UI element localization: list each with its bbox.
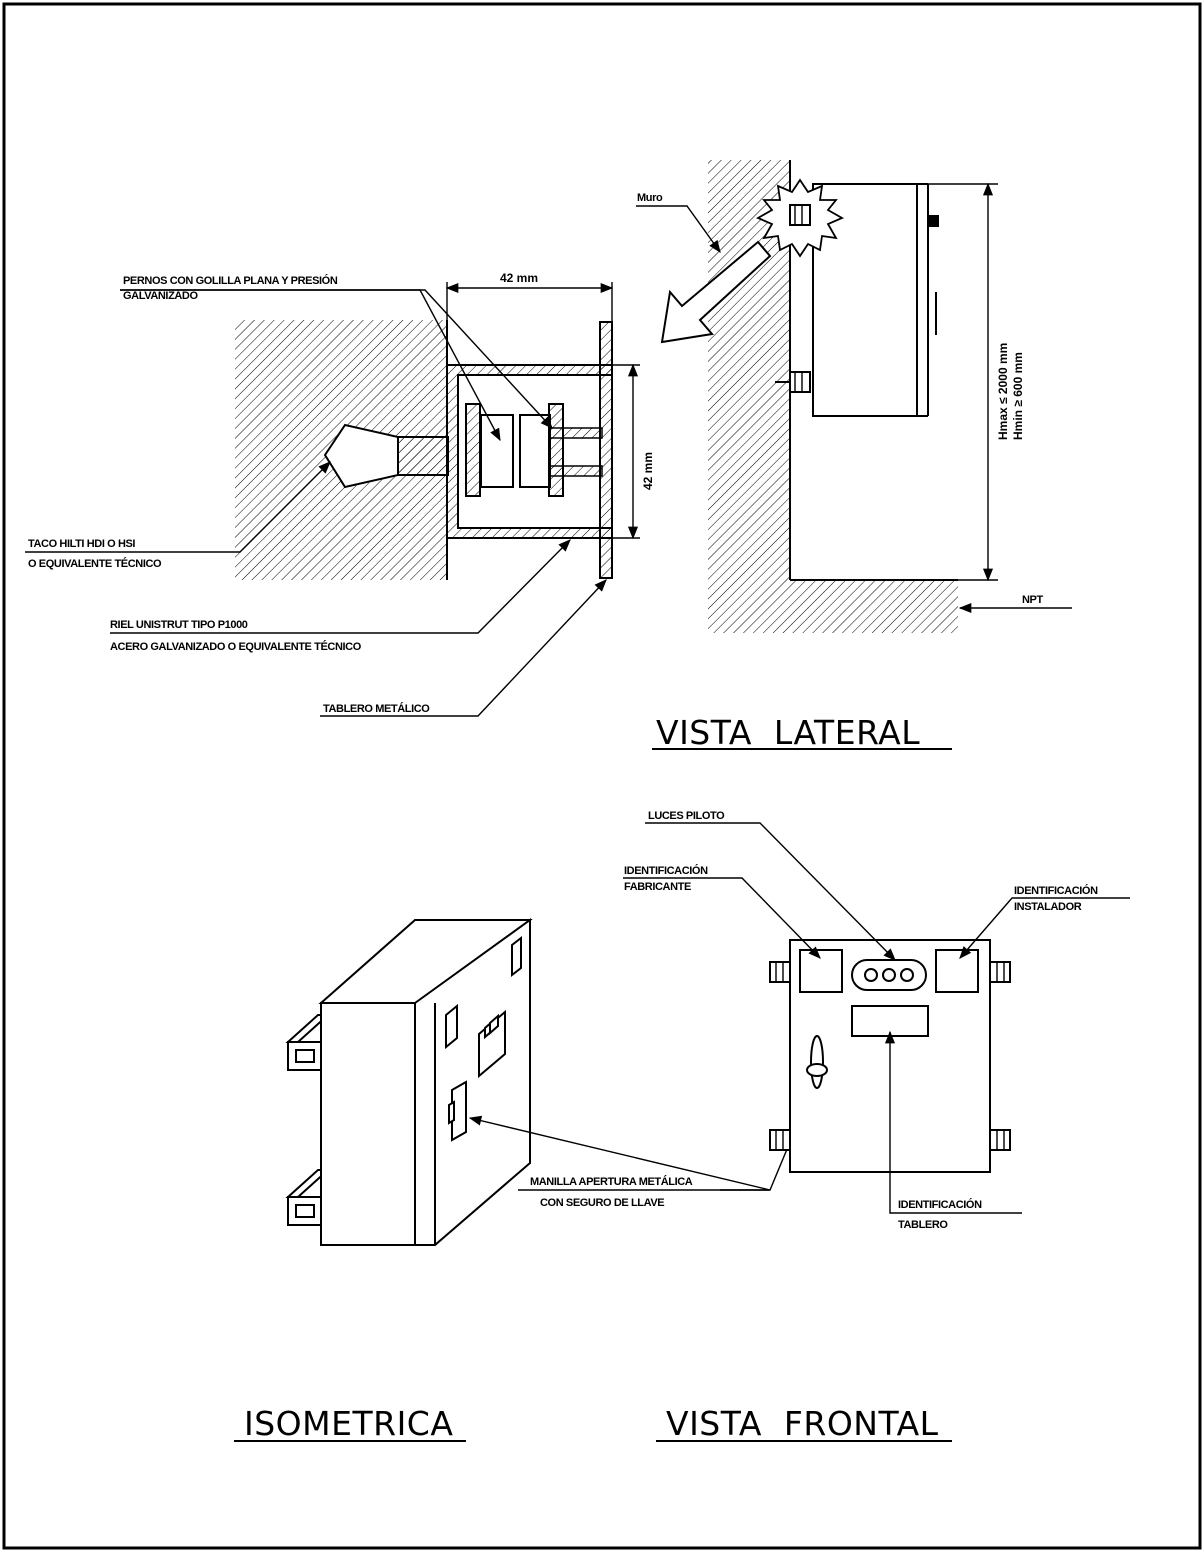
label-hmin: Hmin ≥ 600 mm	[1011, 352, 1025, 440]
title-vista-frontal: VISTA FRONTAL	[666, 1404, 939, 1443]
label-taco-1: TACO HILTI HDI O HSI	[28, 538, 135, 550]
label-manilla-2: CON SEGURO DE LLAVE	[540, 1197, 664, 1209]
side-view	[660, 160, 1072, 633]
front-handle-icon	[810, 1035, 824, 1089]
pilot-light-icon	[900, 968, 914, 982]
pilot-light-icon	[882, 968, 896, 982]
id-tablero-box	[851, 1005, 929, 1037]
title-isometrica: ISOMETRICA	[244, 1404, 453, 1443]
label-riel-2: ACERO GALVANIZADO O EQUIVALENTE TÉCNICO	[110, 640, 362, 653]
id-instalador-box	[935, 949, 979, 993]
label-pernos: PERNOS CON GOLILLA PLANA Y PRESIÓN	[123, 274, 338, 287]
label-taco-2: O EQUIVALENTE TÉCNICO	[28, 557, 162, 570]
label-tablero-metalico: TABLERO METÁLICO	[323, 702, 430, 715]
label-manilla-1: MANILLA APERTURA METÁLICA	[530, 1175, 693, 1188]
label-id-instalador-1: IDENTIFICACIÓN	[1014, 884, 1098, 897]
label-id-fabricante-1: IDENTIFICACIÓN	[624, 864, 708, 877]
label-luces-piloto: LUCES PILOTO	[648, 810, 725, 822]
label-muro: Muro	[637, 192, 663, 204]
label-riel-1: RIEL UNISTRUT TIPO P1000	[110, 619, 248, 631]
label-npt: NPT	[1022, 594, 1043, 606]
iso-handle-icon	[451, 1080, 467, 1142]
id-fabricante-box	[799, 949, 843, 993]
label-id-tablero-1: IDENTIFICACIÓN	[898, 1198, 982, 1211]
label-hmax: Hmax ≤ 2000 mm	[996, 343, 1010, 440]
dim-horizontal: 42 mm	[500, 271, 538, 285]
label-id-instalador-2: INSTALADOR	[1014, 901, 1082, 913]
isometric-view	[285, 918, 533, 1246]
title-vista-lateral: VISTA LATERAL	[656, 713, 920, 752]
pilot-light-icon	[864, 968, 878, 982]
detail-reference-arrow	[660, 240, 772, 344]
mounting-detail	[235, 282, 640, 580]
label-id-fabricante-2: FABRICANTE	[624, 881, 691, 893]
label-galvanizado: GALVANIZADO	[123, 290, 198, 302]
panel-wall-section	[599, 321, 613, 579]
dim-vertical: 42 mm	[641, 452, 655, 490]
label-id-tablero-2: TABLERO	[898, 1219, 948, 1231]
